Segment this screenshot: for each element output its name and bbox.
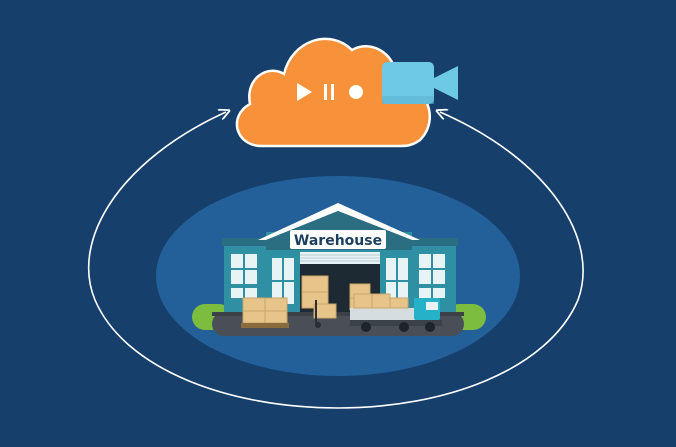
pause-icon bbox=[324, 84, 334, 100]
cycle-arrow-right bbox=[337, 112, 584, 409]
hand-truck bbox=[313, 300, 337, 328]
record-icon bbox=[349, 85, 363, 99]
play-icon bbox=[297, 83, 312, 101]
pallet-boxes bbox=[242, 297, 288, 324]
warehouse-sign bbox=[290, 230, 386, 249]
cycle-arrow-left bbox=[87, 112, 339, 409]
delivery-truck bbox=[350, 293, 442, 332]
warehouse-sign-text: Warehouse bbox=[294, 233, 382, 249]
video-camera-icon bbox=[382, 62, 458, 104]
